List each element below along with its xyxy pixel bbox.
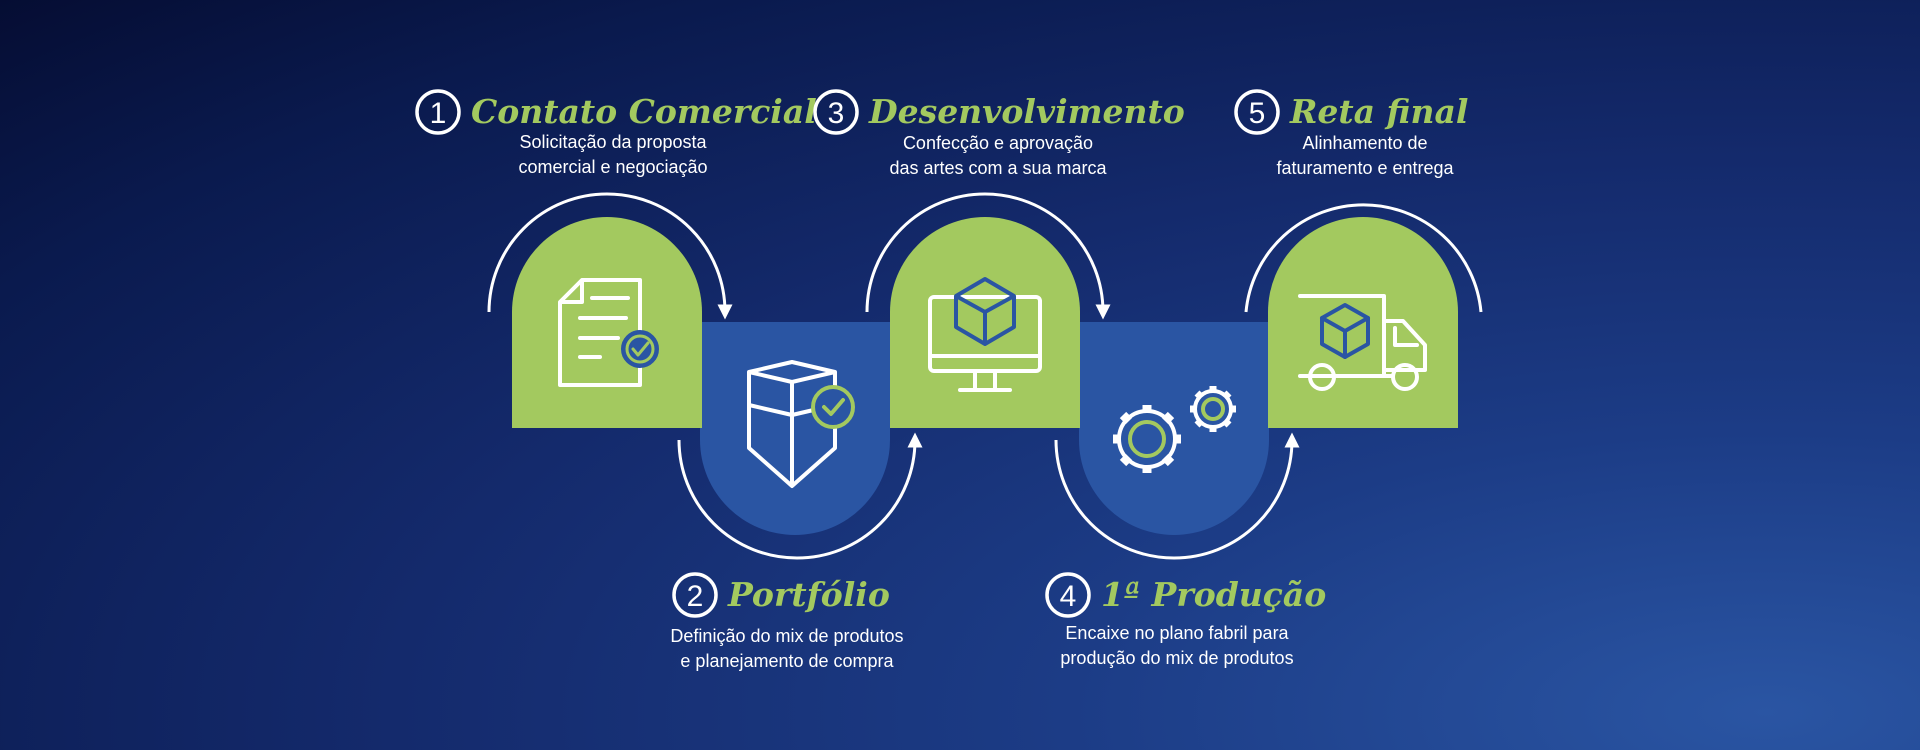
arc-connector-2: [677, 432, 923, 560]
step-5-title: Reta final: [1289, 92, 1468, 131]
step-5-number: 5: [1249, 97, 1266, 130]
step-2-description-line-2: e planejamento de compra: [680, 651, 894, 671]
step-2-number: 2: [687, 580, 704, 613]
step-3-header: 3 Desenvolvimento: [813, 89, 1185, 135]
step-2-header: 2 Portfólio: [672, 572, 890, 618]
step-2-tile: [700, 322, 890, 535]
step-4-description-line-2: produção do mix de produtos: [1060, 648, 1293, 668]
step-5-header: 5 Reta final: [1234, 89, 1468, 135]
step-4-description-line-1: Encaixe no plano fabril para: [1065, 623, 1289, 643]
step-3-description-line-2: das artes com a sua marca: [889, 158, 1107, 178]
step-2-number-badge: [672, 572, 718, 618]
arc-connector-3: [865, 192, 1111, 320]
step-1-tile: [512, 217, 702, 428]
step-1-number-badge: [415, 89, 461, 135]
document-check-icon: [558, 278, 659, 387]
truck-box-icon: [1298, 294, 1427, 391]
arc-connector-5: [1244, 203, 1483, 313]
step-2-description-line-1: Definição do mix de produtos: [670, 626, 903, 646]
step-5-description-line-2: faturamento e entrega: [1276, 158, 1454, 178]
step-3-number-badge: [813, 89, 859, 135]
arc-connector-4: [1054, 432, 1300, 560]
step-4-number-badge: [1045, 572, 1091, 618]
step-1-header: 1 Contato Comercial: [415, 89, 817, 135]
step-3-number: 3: [828, 97, 845, 130]
gears-icon: [1113, 386, 1236, 473]
step-3-title: Desenvolvimento: [868, 92, 1185, 131]
step-4-title: 1ª Produção: [1101, 575, 1326, 614]
step-5-number-badge: [1234, 89, 1280, 135]
step-3-description-line-1: Confecção e aprovação: [903, 133, 1093, 153]
step-1-number: 1: [430, 97, 447, 130]
box-check-icon: [747, 360, 855, 488]
step-4-number: 4: [1060, 580, 1077, 613]
step-1-description-line-2: comercial e negociação: [518, 157, 707, 177]
step-2-title: Portfólio: [727, 575, 890, 614]
monitor-box-icon: [928, 277, 1042, 392]
step-5-description-line-1: Alinhamento de: [1302, 133, 1427, 153]
step-4-header: 4 1ª Produção: [1045, 572, 1326, 618]
arc-connector-1: [487, 192, 733, 320]
step-1-title: Contato Comercial: [471, 92, 817, 131]
step-1-description-line-1: Solicitação da proposta: [519, 132, 707, 152]
